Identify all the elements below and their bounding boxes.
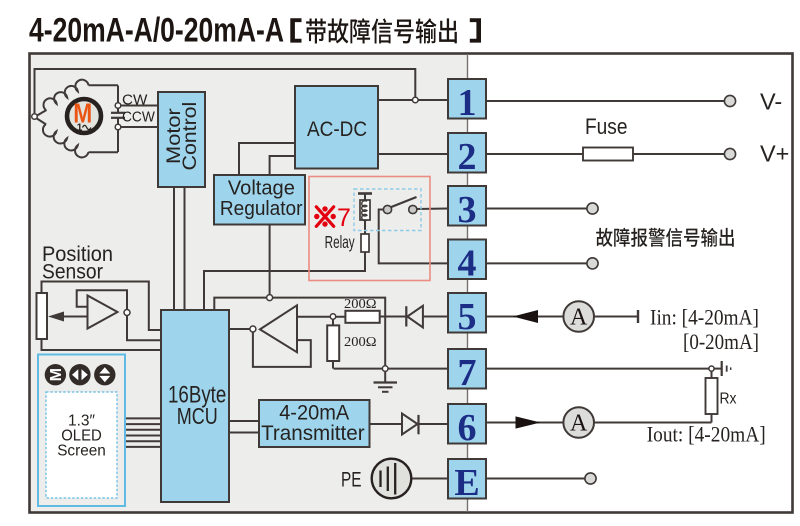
svg-text:7: 7 xyxy=(337,204,351,232)
svg-text:M: M xyxy=(48,368,65,381)
svg-text:Control: Control xyxy=(180,102,201,171)
svg-text:Screen: Screen xyxy=(57,443,106,460)
svg-text:Iout: [4-20mA]: Iout: [4-20mA] xyxy=(647,422,766,447)
svg-text:1.3″: 1.3″ xyxy=(68,412,96,429)
svg-text:Position: Position xyxy=(42,243,113,266)
svg-text:2: 2 xyxy=(458,136,477,178)
svg-text:V+: V+ xyxy=(760,140,789,166)
svg-text:[0-20mA]: [0-20mA] xyxy=(683,329,759,354)
svg-text:Voltage: Voltage xyxy=(228,177,295,200)
svg-text:4-20mA-A/0-20mA-A: 4-20mA-A/0-20mA-A xyxy=(29,12,284,50)
svg-text:PE: PE xyxy=(341,469,362,492)
svg-text:A: A xyxy=(570,305,588,331)
svg-text:Relay: Relay xyxy=(325,232,355,252)
svg-text:Motor: Motor xyxy=(164,107,185,163)
svg-text:V-: V- xyxy=(760,88,782,114)
svg-text:Regulator: Regulator xyxy=(220,197,303,220)
svg-text:MCU: MCU xyxy=(177,403,218,429)
svg-text:Fuse: Fuse xyxy=(585,114,628,139)
svg-text:Transmitter: Transmitter xyxy=(261,421,365,445)
svg-text:7: 7 xyxy=(458,352,477,394)
svg-text:OLED: OLED xyxy=(61,427,102,444)
svg-text:M: M xyxy=(73,98,92,129)
svg-text:E: E xyxy=(454,462,479,504)
svg-text:Sensor: Sensor xyxy=(42,261,103,284)
svg-text:Iin: [4-20mA]: Iin: [4-20mA] xyxy=(650,305,759,330)
svg-text:200Ω: 200Ω xyxy=(344,335,377,350)
svg-text:6: 6 xyxy=(458,407,477,449)
svg-text:1: 1 xyxy=(458,82,477,124)
svg-text:Rx: Rx xyxy=(720,391,737,408)
svg-text:16Byte: 16Byte xyxy=(168,382,226,409)
svg-text:200Ω: 200Ω xyxy=(344,297,377,312)
svg-text:AC-DC: AC-DC xyxy=(307,118,367,141)
svg-text:5: 5 xyxy=(458,296,477,338)
svg-text:3: 3 xyxy=(458,189,477,231)
svg-text:4-20mA: 4-20mA xyxy=(279,401,350,425)
svg-text:CW: CW xyxy=(122,93,148,109)
svg-text:1: 1 xyxy=(77,123,83,134)
svg-text:CCW: CCW xyxy=(122,109,155,125)
svg-text:4: 4 xyxy=(458,242,477,284)
svg-text:A: A xyxy=(570,411,588,437)
